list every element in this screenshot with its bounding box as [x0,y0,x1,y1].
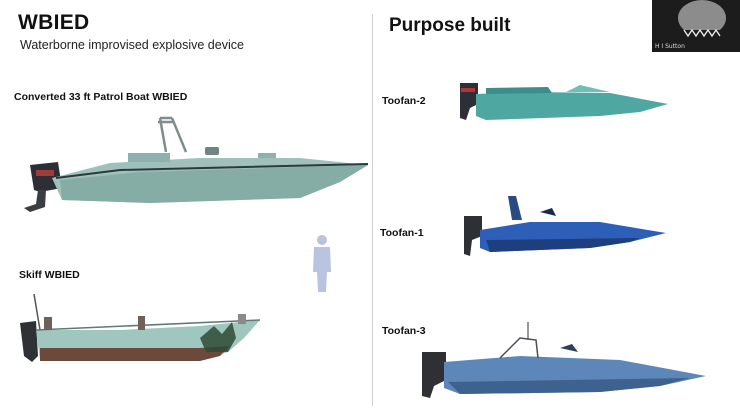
label-skiff: Skiff WBIED [19,269,80,281]
section-divider [372,14,373,406]
slide-subtitle: Waterborne improvised explosive device [20,38,244,52]
participant-name: H I Sutton [655,43,685,50]
label-toofan-1: Toofan-1 [380,227,424,239]
section-title-purpose-built: Purpose built [389,15,511,36]
shark-mask-icon [678,0,726,44]
label-toofan-3: Toofan-3 [382,325,426,337]
slide-title: WBIED [18,11,90,34]
webcam-thumbnail: H I Sutton [652,0,740,52]
label-toofan-2: Toofan-2 [382,95,426,107]
label-patrol-boat: Converted 33 ft Patrol Boat WBIED [14,91,188,103]
